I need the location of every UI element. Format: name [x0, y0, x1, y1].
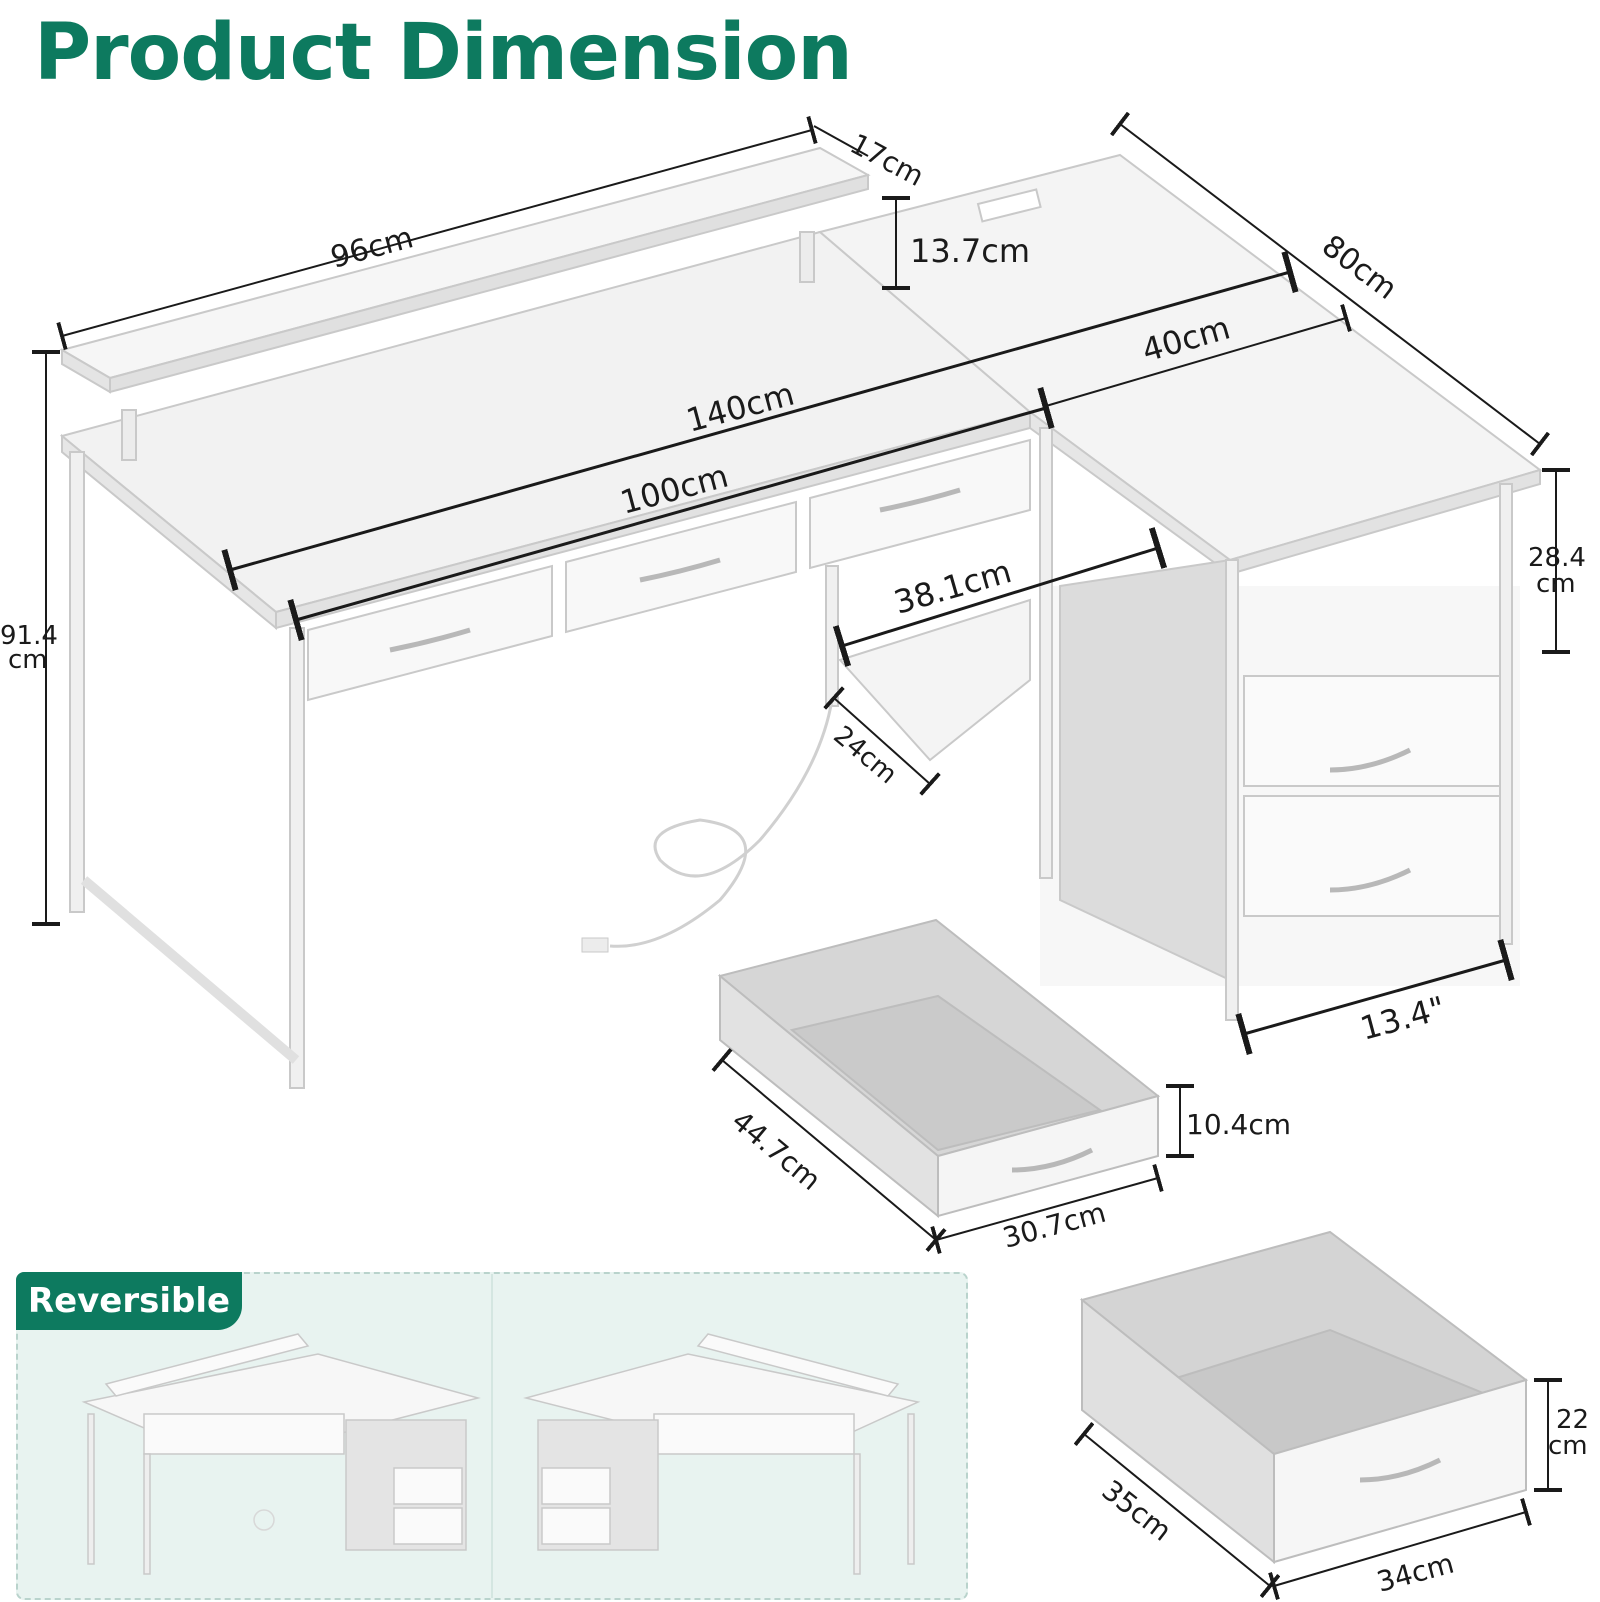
- label-open-shelf-unit: cm: [1536, 569, 1576, 599]
- label-shelf-height: 13.7cm: [910, 232, 1030, 270]
- label-desk-height-unit: cm: [8, 645, 48, 675]
- power-cord: [609, 699, 834, 948]
- label-desk-height-value: 91.4: [0, 621, 58, 651]
- label-open-shelf-value: 28.4: [1528, 543, 1586, 573]
- reversible-badge: Reversible: [16, 1272, 242, 1330]
- label-large-drawer-height-value: 22: [1556, 1405, 1589, 1435]
- desk-right-orientation: [523, 1333, 921, 1575]
- label-small-drawer-width: 30.7cm: [999, 1196, 1109, 1255]
- label-small-drawer-height: 10.4cm: [1186, 1108, 1291, 1141]
- reversible-panel: [16, 1272, 968, 1600]
- label-large-drawer-width: 34cm: [1373, 1547, 1457, 1599]
- plug-icon: [581, 937, 609, 953]
- label-return-depth: 80cm: [1315, 228, 1403, 306]
- label-small-drawer-depth: 44.7cm: [726, 1104, 828, 1197]
- label-footrest-depth: 24cm: [828, 720, 903, 790]
- page-title: Product Dimension: [34, 8, 853, 98]
- label-large-drawer-depth: 35cm: [1096, 1474, 1178, 1548]
- desk-left-orientation: [81, 1333, 481, 1575]
- reversible-illustrations: [81, 1274, 921, 1598]
- dimension-lines: [32, 111, 1570, 1600]
- label-large-drawer-height-unit: cm: [1548, 1431, 1588, 1461]
